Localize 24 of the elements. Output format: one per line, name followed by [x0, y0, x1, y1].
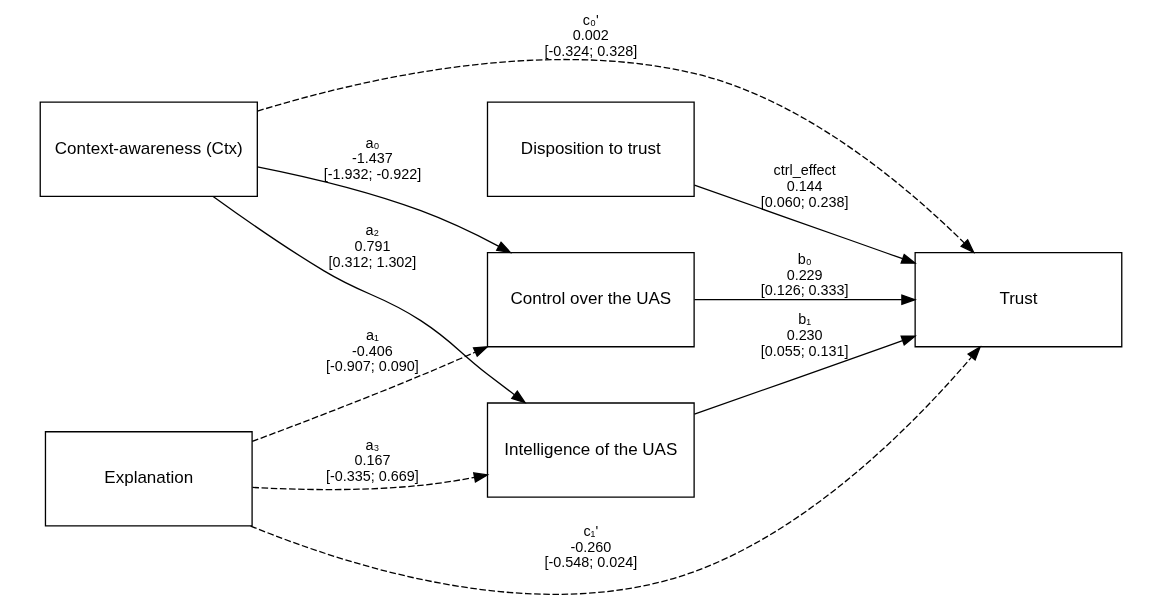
arrow: [250, 345, 982, 595]
arrow: [693, 184, 917, 264]
arrow: [693, 335, 917, 415]
node-box: Context-awareness (Ctx): [39, 101, 258, 197]
node-box: Intelligence of the UAS: [486, 402, 695, 498]
arrow: [256, 166, 513, 254]
edge-label: a₂ 0.791 [0.312; 1.302]: [328, 222, 417, 270]
edge-label: a₀ -1.437 [-1.932; -0.922]: [323, 134, 422, 183]
arrow: [256, 59, 976, 254]
edge-label: c₀' 0.002 [-0.324; 0.328]: [544, 11, 638, 60]
edge-label: b₁ 0.230 [0.055; 0.131]: [760, 311, 849, 359]
edge-label: b₀ 0.229 [0.126; 0.333]: [760, 251, 849, 299]
node-box: Control over the UAS: [486, 251, 695, 348]
arrow: [251, 472, 490, 491]
arrow: [251, 345, 490, 443]
node-box: Explanation: [44, 431, 253, 527]
node-box: Trust: [914, 251, 1123, 348]
edge-label: a₃ 0.167 [-0.335; 0.669]: [326, 436, 419, 485]
node-box: Disposition to trust: [486, 101, 695, 197]
edge-label: ctrl_effect 0.144 [0.060; 0.238]: [760, 162, 849, 210]
edge-label: a₁ -0.406 [-0.907; 0.090]: [326, 326, 419, 375]
arrow: [212, 195, 527, 404]
arrow: [693, 294, 917, 306]
edge-label: c₁' -0.260 [-0.548; 0.024]: [544, 523, 638, 571]
